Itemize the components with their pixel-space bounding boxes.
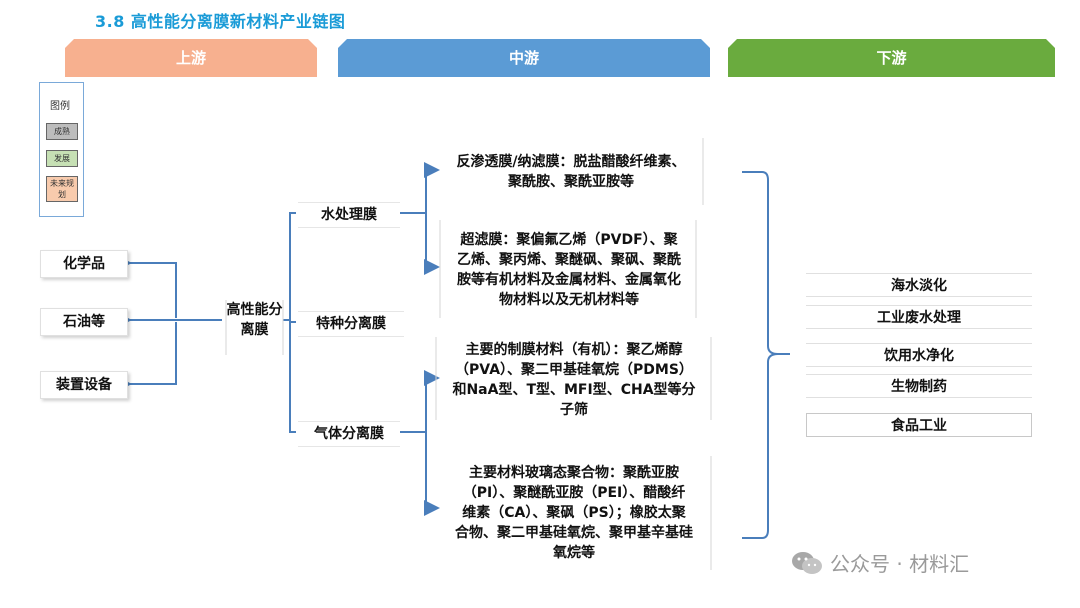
stage-downstream: 下游 [728,39,1055,77]
detail-ro-nf-membrane: 反渗透膜/纳滤膜：脱盐醋酸纤维素、 聚酰胺、聚酰亚胺等 [456,154,686,190]
upstream-arrow-3 [116,322,177,392]
legend-item-developing: 发展 [46,150,78,167]
detail-gas-organic-materials: 主要的制膜材料（有机）：聚乙烯醇 （PVA）、聚二甲基硅氧烷（PDMS） 和Na… [452,342,696,418]
core-branch [283,212,296,321]
water-arrow-2 [424,213,440,275]
stage-midstream: 中游 [338,39,710,77]
legend-item-mature: 成熟 [46,123,78,140]
water-arrow-1 [400,162,440,214]
downstream-item-industrial-wastewater: 工业废水处理 [806,305,1032,329]
upstream-item-chemicals: 化学品 [40,250,128,278]
detail-gas-glassy-polymers: 主要材料玻璃态聚合物：聚酰亚胺 （PI）、聚醚酰亚胺（PEI）、醋酸纤 维素（C… [455,465,693,561]
downstream-item-biopharma: 生物制药 [806,374,1032,398]
upstream-arrow-1 [116,255,177,318]
category-gas-separation: 气体分离膜 [298,421,400,447]
category-special-separation: 特种分离膜 [298,311,404,337]
detail-uf-membrane: 超滤膜：聚偏氟乙烯（PVDF）、聚 乙烯、聚丙烯、聚醚砜、聚砜、聚酰 胺等有机材… [457,232,681,308]
wechat-icon [792,552,822,574]
page-title: 3.8 高性能分离膜新材料产业链图 [95,12,346,31]
category-water-treatment: 水处理膜 [298,202,400,228]
upstream-item-equipment: 装置设备 [40,371,128,399]
legend-item-future: 未来规划 [46,176,78,202]
downstream-item-food-industry: 食品工业 [806,413,1032,437]
legend: 图例 成熟 发展 未来规划 [39,82,84,217]
gas-arrow-2 [424,432,440,516]
downstream-item-desalination: 海水淡化 [806,273,1032,297]
upstream-item-petroleum: 石油等 [40,308,128,336]
core-node: 高性能分离膜 [226,302,283,338]
stage-upstream: 上游 [65,39,317,77]
watermark-text: 公众号 · 材料汇 [830,552,970,576]
core-branch-mid [289,320,296,433]
legend-title: 图例 [50,101,70,112]
gas-arrow-1 [400,370,440,433]
downstream-bracket [742,171,790,539]
watermark: 公众号 · 材料汇 [790,548,969,577]
downstream-item-drinking-water: 饮用水净化 [806,343,1032,367]
